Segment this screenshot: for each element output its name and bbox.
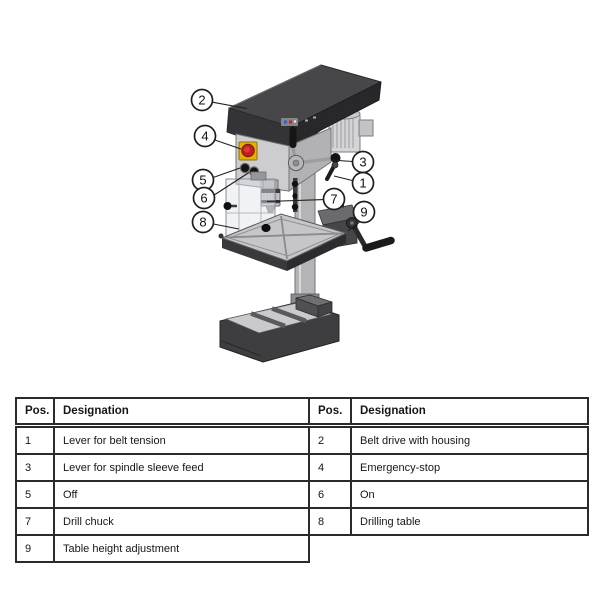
callout-6: 6 <box>192 172 250 210</box>
callout-4: 4 <box>193 124 242 150</box>
parts-table-header-row: Pos. Designation Pos. Designation <box>15 397 589 428</box>
drilling-table <box>218 213 348 271</box>
crank-grip <box>362 236 395 252</box>
designation-cell: On <box>350 480 589 509</box>
pos-cell: 9 <box>15 534 55 563</box>
header-designation-left: Designation <box>53 397 310 428</box>
belt-housing <box>226 64 382 154</box>
belt-housing-label <box>281 116 316 126</box>
pos-cell: 5 <box>15 480 55 509</box>
callout-4-label: 4 <box>201 129 208 144</box>
callout-7-label: 7 <box>330 192 337 207</box>
designation-cell: Lever for belt tension <box>53 424 310 455</box>
base <box>219 294 340 363</box>
guard-knob <box>223 202 232 210</box>
table-row: 7 Drill chuck 8 Drilling table <box>15 507 589 536</box>
callout-9: 9 <box>347 200 376 232</box>
spindle-feed-lever <box>287 127 341 172</box>
motor-junction-box <box>358 119 374 137</box>
designation-cell: Emergency-stop <box>350 453 589 482</box>
callout-2: 2 <box>190 88 248 112</box>
header-pos-left: Pos. <box>15 397 55 428</box>
callout-8-label: 8 <box>199 215 206 230</box>
pos-cell: 1 <box>15 424 55 455</box>
pos-cell: 8 <box>308 507 352 536</box>
callout-5-label: 5 <box>199 173 206 188</box>
designation-cell: Drilling table <box>350 507 589 536</box>
table-height-crank <box>346 217 395 252</box>
designation-cell: Table height adjustment <box>53 534 310 563</box>
emergency-stop <box>238 141 258 161</box>
callout-1-label: 1 <box>359 176 366 191</box>
header-designation-right: Designation <box>350 397 589 428</box>
pos-cell: 2 <box>308 424 352 455</box>
depth-stop-rod <box>291 178 299 212</box>
motor <box>328 108 374 153</box>
table-row: 5 Off 6 On <box>15 480 589 509</box>
callout-3: 3 <box>330 150 375 174</box>
callout-6-label: 6 <box>200 191 207 206</box>
table-row: 1 Lever for belt tension 2 Belt drive wi… <box>15 424 589 455</box>
pos-cell: 4 <box>308 453 352 482</box>
parts-table: Pos. Designation Pos. Designation 1 Leve… <box>15 397 589 563</box>
callout-7: 7 <box>266 187 346 211</box>
blank-cell <box>351 535 588 562</box>
callout-8: 8 <box>191 210 240 234</box>
designation-cell: Lever for spindle sleeve feed <box>53 453 310 482</box>
off-button <box>239 162 251 174</box>
table-hole <box>261 223 271 233</box>
pos-cell: 7 <box>15 507 55 536</box>
pos-cell: 3 <box>15 453 55 482</box>
designation-cell: Belt drive with housing <box>350 424 589 455</box>
header-pos-right: Pos. <box>308 397 352 428</box>
blank-cell <box>309 535 351 562</box>
belt-tension-lever <box>325 161 339 181</box>
callout-3-label: 3 <box>359 155 366 170</box>
drill-press-figure: 1 2 3 4 5 6 7 8 <box>190 64 395 363</box>
designation-cell: Off <box>53 480 310 509</box>
column-mount <box>295 294 333 318</box>
callout-2-label: 2 <box>198 93 205 108</box>
pos-cell: 6 <box>308 480 352 509</box>
table-row: 3 Lever for spindle sleeve feed 4 Emerge… <box>15 453 589 482</box>
designation-cell: Drill chuck <box>53 507 310 536</box>
table-row: 9 Table height adjustment <box>15 534 588 563</box>
callout-9-label: 9 <box>360 205 367 220</box>
